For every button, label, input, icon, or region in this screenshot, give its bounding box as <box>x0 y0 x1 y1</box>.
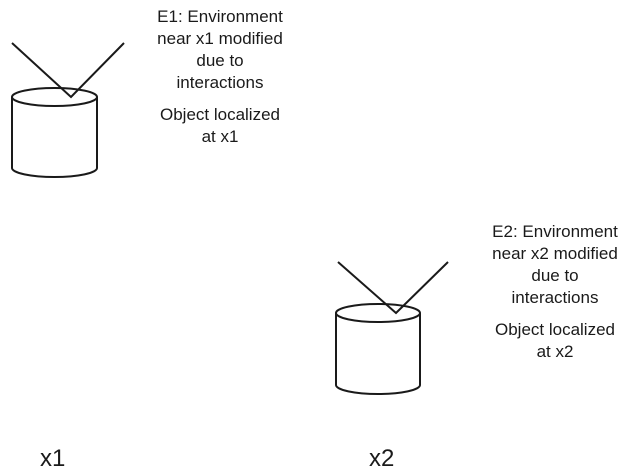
cylinder-x2-top <box>335 303 421 323</box>
note-x2: E2: Environment near x2 modified due to … <box>465 221 629 363</box>
cylinder-x2-body <box>335 313 421 395</box>
env-x1-line-1: E1: Environment <box>157 7 283 26</box>
env-x2-line-2: near x2 modified <box>492 244 618 263</box>
note-x1: E1: Environment near x1 modified due to … <box>130 6 310 148</box>
object-x2-group <box>335 261 449 395</box>
cylinder-x1-body <box>11 97 98 178</box>
env-x1-line-3: due to <box>196 51 244 70</box>
obj-x1-line-1: Object localized <box>159 105 280 124</box>
obj-x2-line-1: Object localized <box>494 320 615 339</box>
object-x1-group <box>11 42 125 178</box>
position-label-x2: x2 <box>369 445 395 472</box>
obj-x1-line-2: at x1 <box>201 127 239 146</box>
env-x2-line-1: E2: Environment <box>492 222 618 241</box>
env-x1-line-4: interactions <box>176 73 264 92</box>
env-x2-line-4: interactions <box>511 288 599 307</box>
environment-x2-v <box>337 261 449 315</box>
obj-x2-line-2: at x2 <box>536 342 574 361</box>
position-label-x1: x1 <box>40 445 66 472</box>
cylinder-x1-top <box>11 87 98 107</box>
environment-x1-v <box>11 42 125 99</box>
env-x1-line-2: near x1 modified <box>157 29 283 48</box>
env-x2-line-3: due to <box>531 266 579 285</box>
